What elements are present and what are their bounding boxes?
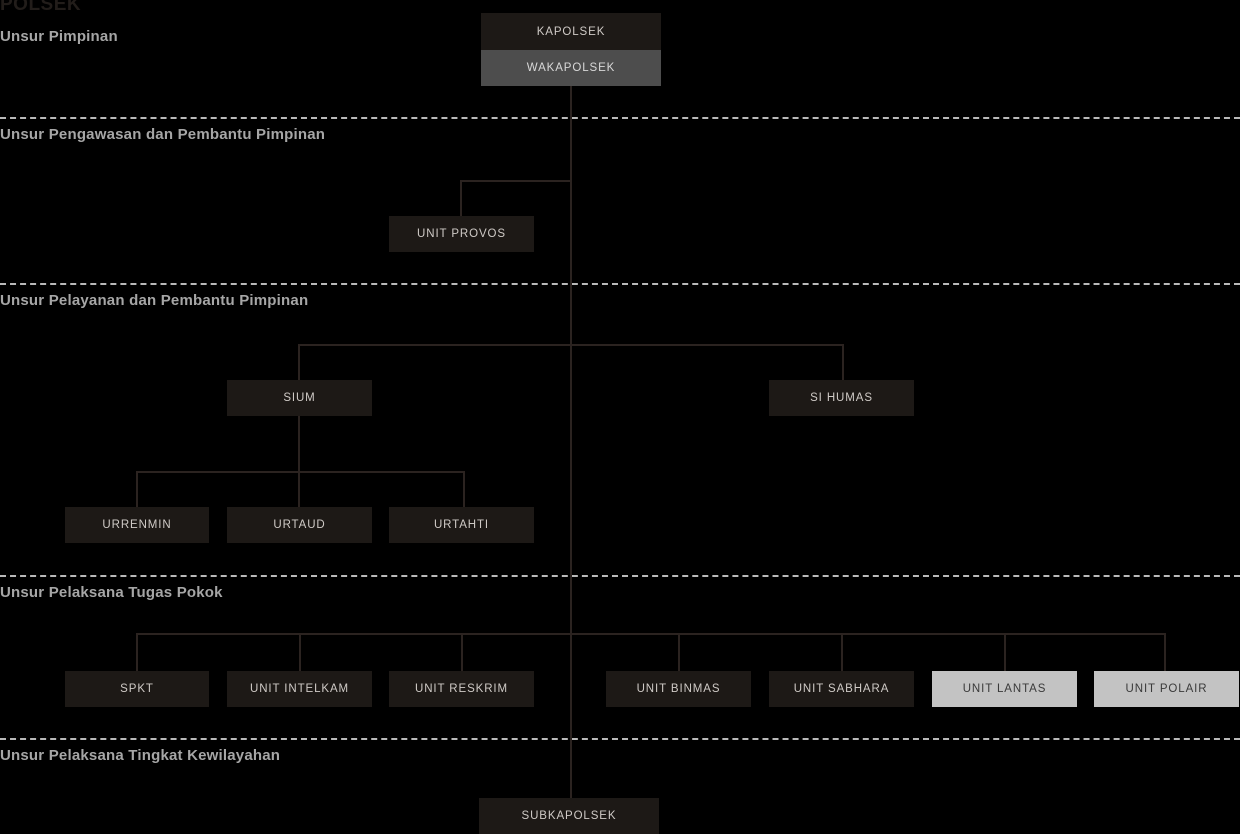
node-urtahti[interactable]: URTAHTI (389, 507, 534, 543)
node-spkt[interactable]: SPKT (65, 671, 209, 707)
node-urtaud[interactable]: URTAUD (227, 507, 372, 543)
connector-urrenmin-drop (136, 471, 138, 507)
node-unit-sabhara[interactable]: UNIT SABHARA (769, 671, 914, 707)
connector-lantas-drop (1004, 633, 1006, 671)
connector-binmas-drop (678, 633, 680, 671)
node-kapolsek[interactable]: KAPOLSEK (481, 13, 661, 50)
connector-provos-drop (460, 180, 462, 216)
section-divider-kewilayahan (0, 738, 1240, 740)
connector-spkt-drop (136, 633, 138, 671)
connector-urtahti-drop (463, 471, 465, 507)
connector-urtaud-drop (298, 471, 300, 507)
section-divider-pelayanan (0, 283, 1240, 285)
connector-humas-drop (842, 344, 844, 380)
connector-ur-bus (136, 471, 465, 473)
section-label-pelayanan: Unsur Pelayanan dan Pembantu Pimpinan (0, 292, 309, 309)
connector-sium-drop (298, 344, 300, 380)
connector-reskrim-drop (461, 633, 463, 671)
node-unit-lantas[interactable]: UNIT LANTAS (932, 671, 1077, 707)
node-unit-reskrim[interactable]: UNIT RESKRIM (389, 671, 534, 707)
node-unit-binmas[interactable]: UNIT BINMAS (606, 671, 751, 707)
page-title: POLSEK (0, 0, 82, 15)
section-label-kewilayahan: Unsur Pelaksana Tingkat Kewilayahan (0, 747, 281, 764)
node-unit-intelkam[interactable]: UNIT INTELKAM (227, 671, 372, 707)
connector-pokok-bus (136, 633, 1166, 635)
node-wakapolsek[interactable]: WAKAPOLSEK (481, 50, 661, 86)
connector-pelayanan-bus (298, 344, 844, 346)
connector-polair-drop (1164, 633, 1166, 671)
node-si-humas[interactable]: SI HUMAS (769, 380, 914, 416)
connector-spine (570, 86, 572, 798)
node-unit-provos[interactable]: UNIT PROVOS (389, 216, 534, 252)
connector-sium-stem (298, 416, 300, 471)
node-sium[interactable]: SIUM (227, 380, 372, 416)
connector-intelkam-drop (299, 633, 301, 671)
section-divider-pengawasan (0, 117, 1240, 119)
section-label-pengawasan: Unsur Pengawasan dan Pembantu Pimpinan (0, 126, 326, 143)
connector-sabhara-drop (841, 633, 843, 671)
connector-provos-bus (460, 180, 571, 182)
node-subkapolsek[interactable]: SUBKAPOLSEK (479, 798, 659, 834)
section-label-pimpinan: Unsur Pimpinan (0, 28, 118, 45)
node-unit-polair[interactable]: UNIT POLAIR (1094, 671, 1239, 707)
section-divider-tugas-pokok (0, 575, 1240, 577)
node-urrenmin[interactable]: URRENMIN (65, 507, 209, 543)
section-label-tugas-pokok: Unsur Pelaksana Tugas Pokok (0, 584, 223, 601)
